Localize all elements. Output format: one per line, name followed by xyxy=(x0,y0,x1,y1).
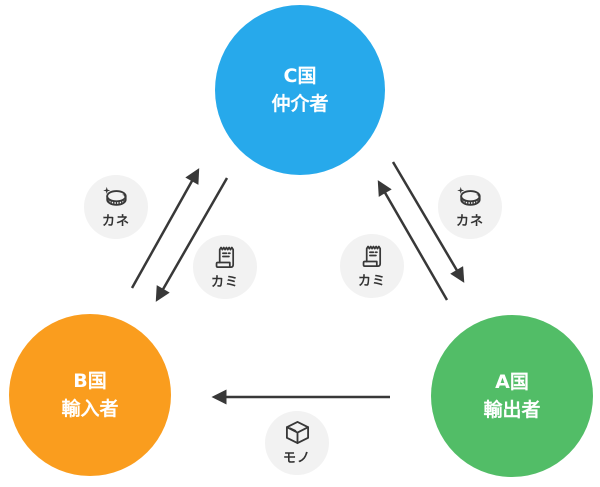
badge-paper-right: カミ xyxy=(340,234,404,298)
badge-goods-bottom: モノ xyxy=(265,411,329,475)
box-icon xyxy=(285,421,309,445)
arrow-paper-c-to-b xyxy=(155,177,229,302)
node-b-role-label: 輸入者 xyxy=(61,398,119,420)
paper-icon xyxy=(362,245,382,267)
node-a-role-label: 輸出者 xyxy=(483,399,541,421)
node-b-country-label: B国 xyxy=(73,370,107,392)
node-country-b-importer: B国 輸入者 xyxy=(9,314,171,476)
coin-icon xyxy=(457,186,481,206)
arrow-paper-a-to-c xyxy=(377,180,449,301)
flow-label-goods: モノ xyxy=(282,451,311,466)
node-country-c-intermediary: C国 仲介者 xyxy=(215,5,385,175)
node-a-country-label: A国 xyxy=(495,371,529,393)
flow-label-paper: カミ xyxy=(210,274,239,290)
paper-icon xyxy=(215,246,235,268)
badge-paper-left: カミ xyxy=(193,235,257,299)
flow-label-money: カネ xyxy=(455,213,484,229)
node-c-country-label: C国 xyxy=(283,65,317,87)
arrow-money-c-to-a xyxy=(391,161,465,283)
flow-label-paper: カミ xyxy=(357,273,386,289)
badge-money-left: カネ xyxy=(84,175,148,239)
badge-money-right: カネ xyxy=(438,175,502,239)
node-c-role-label: 仲介者 xyxy=(271,93,329,115)
node-country-a-exporter: A国 輸出者 xyxy=(431,315,593,477)
coin-icon xyxy=(103,186,127,206)
arrow-money-b-to-c xyxy=(130,168,200,289)
flow-label-money: カネ xyxy=(101,213,130,229)
